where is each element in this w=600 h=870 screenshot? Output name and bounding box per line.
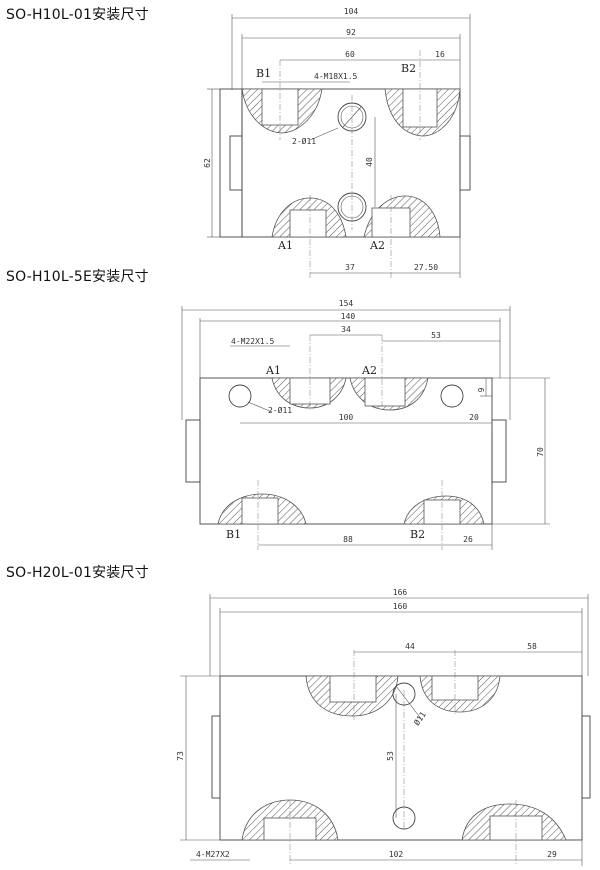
dim-27-50: 27.50 [414,263,438,272]
drawing-3-title: SO-H20L-01安装尺寸 [6,565,149,581]
port-label-a1-2: A1 [265,364,281,377]
port-label-a1: A1 [277,239,293,252]
dim-70: 70 [536,447,545,457]
thread-callout-2: 4-M22X1.5 [231,337,275,346]
dim-166: 166 [393,588,408,597]
port-label-b1-2: B1 [226,528,241,541]
dim-62: 62 [203,158,212,168]
dim-26: 26 [463,535,473,544]
dim-37: 37 [345,263,355,272]
drawing-1-title: SO-H10L-01安装尺寸 [6,7,149,23]
drawing-2-title: SO-H10L-5E安装尺寸 [6,269,149,285]
dim-53: 53 [431,331,441,340]
port-label-b2-2: B2 [410,528,425,541]
dim-140: 140 [341,312,356,321]
hole-callout-2: 2-Ø11 [268,405,292,415]
hole-callout-1: 2-Ø11 [292,136,316,146]
dim-20: 20 [469,413,479,422]
thread-callout-1: 4-M18X1.5 [314,72,358,81]
side-flange-left-1 [219,88,243,238]
dim-34: 34 [341,325,351,334]
mount-hole-3b [392,806,416,830]
drawing-3: 166 160 44 58 73 53 Ø11 4-M27X2 102 29 [176,588,591,866]
hole-callout-3: Ø11 [411,709,428,727]
dim-73: 73 [176,751,185,761]
port-label-a2: A2 [369,239,385,252]
drawing-2: 154 140 34 53 4-M22X1.5 9 2-Ø11 100 20 7… [181,299,550,550]
port-label-a2-2: A2 [361,364,377,377]
dim-92: 92 [346,28,356,37]
dim-160: 160 [393,602,408,611]
mount-hole-2b [440,384,464,408]
dim-16: 16 [435,50,445,59]
mount-hole-2a [228,384,252,408]
dim-53-3: 53 [386,751,395,761]
dim-88: 88 [343,535,353,544]
thread-callout-3: 4-M27X2 [196,850,230,859]
dim-58: 58 [527,642,537,651]
dim-40: 40 [365,157,374,167]
dim-29: 29 [547,850,557,859]
port-label-b2: B2 [401,62,416,75]
drawing-1: 104 92 60 16 62 40 37 27.50 4-M18X1.5 2-… [203,7,471,280]
dim-44: 44 [405,642,415,651]
port-label-b1: B1 [256,67,271,80]
dim-100: 100 [339,413,354,422]
dim-102: 102 [389,850,404,859]
dim-9: 9 [477,387,486,392]
dim-104: 104 [344,7,359,16]
dim-60: 60 [345,50,355,59]
dim-154: 154 [339,299,354,308]
